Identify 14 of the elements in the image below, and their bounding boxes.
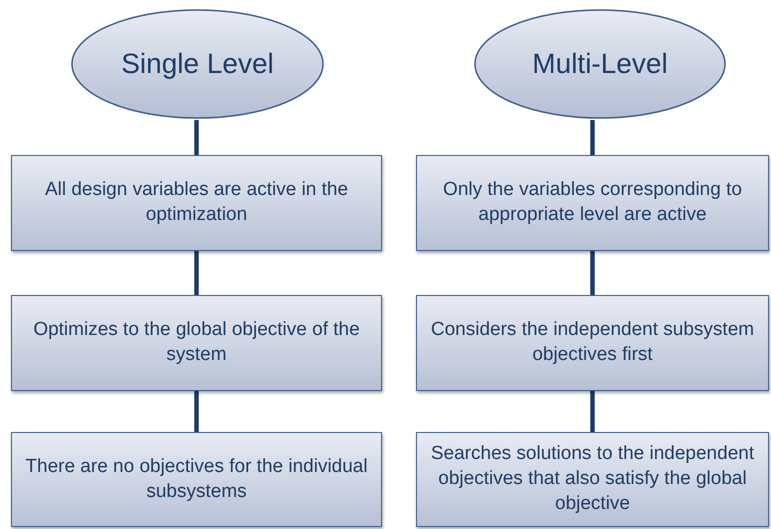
connector-line — [194, 120, 199, 155]
connector-line — [194, 251, 199, 295]
connector-line — [590, 251, 595, 295]
process-box: Searches solutions to the independent objectives that also satisfy the global objective — [416, 432, 769, 527]
process-box: Considers the independent subsystem objectives first — [416, 295, 769, 391]
process-box: All design variables are active in the optimization — [11, 155, 382, 251]
heading-text: Single Level — [121, 48, 274, 80]
process-box: Optimizes to the global objective of the system — [11, 295, 382, 391]
connector-line — [194, 391, 199, 432]
process-box: There are no objectives for the individual subsystems — [11, 432, 382, 527]
process-box: Only the variables corresponding to appropriate level are active — [416, 155, 769, 251]
connector-line — [590, 120, 595, 155]
heading-text: Multi-Level — [532, 48, 668, 80]
connector-line — [590, 391, 595, 432]
